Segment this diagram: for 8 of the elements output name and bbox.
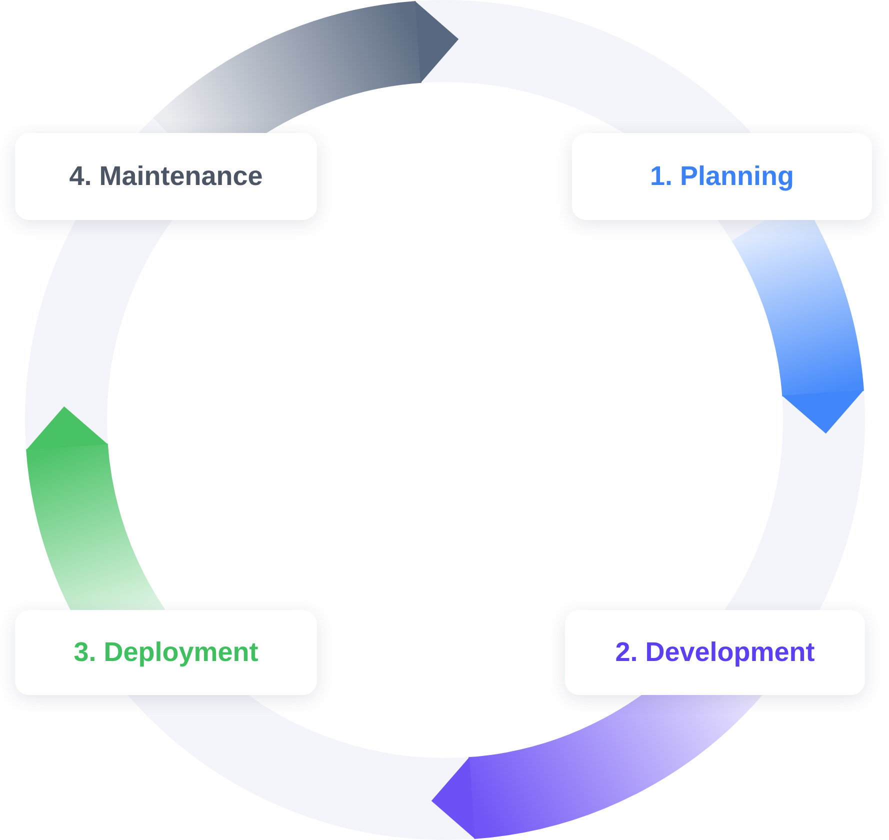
stage-card: [572, 133, 872, 220]
stage-label: 1. Planning: [650, 161, 794, 192]
stage-label: 4. Maintenance: [69, 161, 263, 192]
stage-card: [15, 133, 317, 220]
stage-card: [565, 610, 865, 695]
stage-label: 3. Deployment: [74, 637, 258, 668]
stage-card: [15, 610, 317, 695]
stage-label: 2. Development: [615, 637, 815, 668]
